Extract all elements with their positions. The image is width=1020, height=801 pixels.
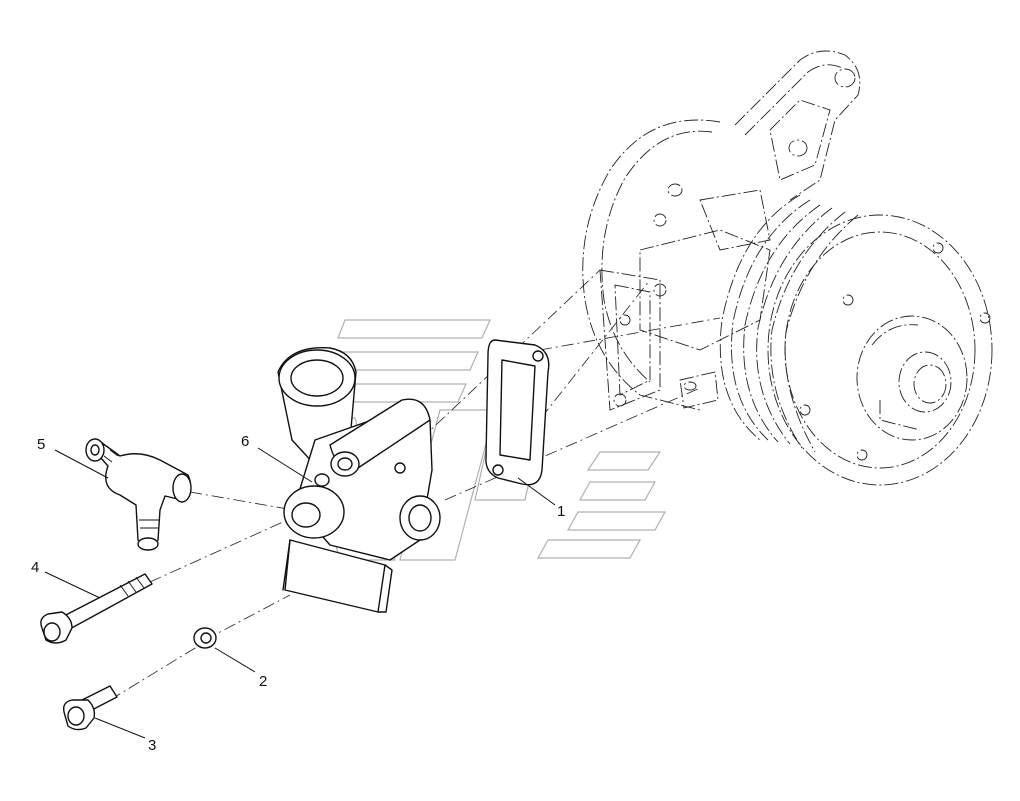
short-bolt bbox=[62, 685, 118, 731]
callout-3: 3 bbox=[148, 737, 156, 754]
tee-fitting bbox=[85, 438, 192, 551]
callout-1: 1 bbox=[557, 503, 565, 520]
housing bbox=[277, 347, 441, 613]
leader-lines bbox=[44, 447, 556, 739]
gasket bbox=[485, 339, 550, 486]
water-pump-assembly bbox=[582, 50, 993, 486]
washer bbox=[193, 627, 217, 649]
long-bolt bbox=[40, 573, 153, 644]
callout-2: 2 bbox=[259, 673, 267, 690]
callout-6: 6 bbox=[241, 433, 249, 450]
callout-5: 5 bbox=[37, 436, 45, 453]
callout-4: 4 bbox=[31, 559, 39, 576]
